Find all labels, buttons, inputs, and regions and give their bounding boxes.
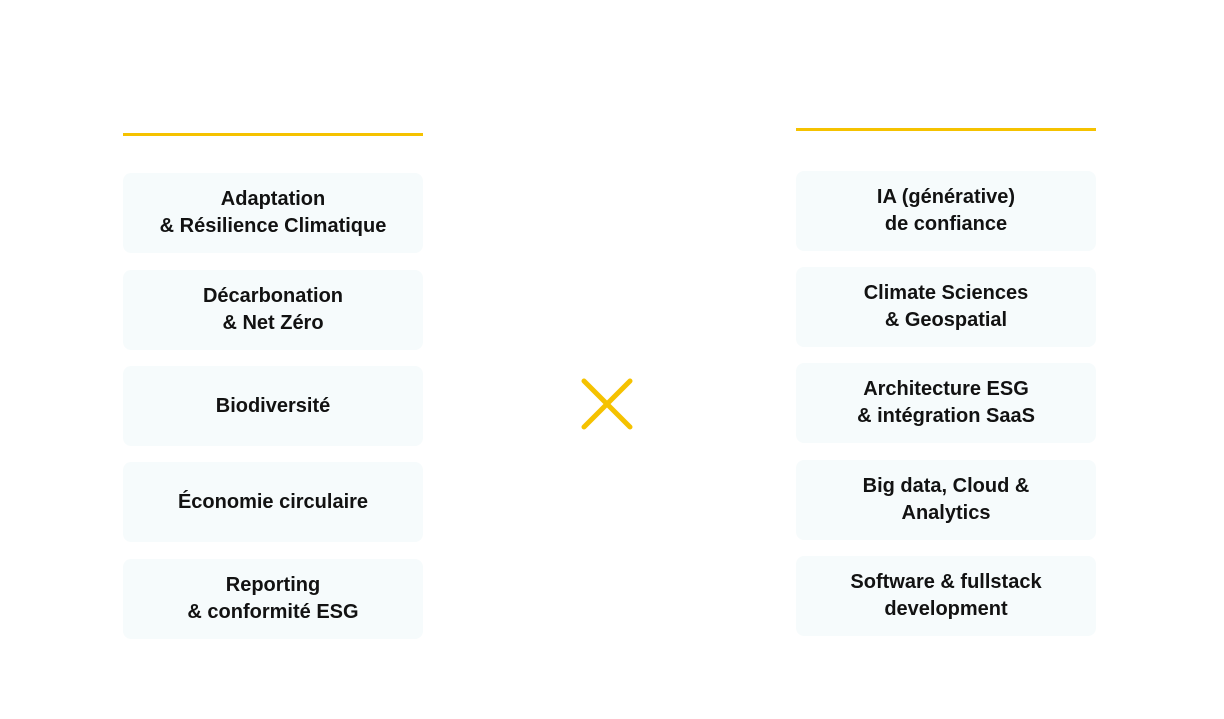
left-card-biodiversite: Biodiversité xyxy=(123,366,423,446)
card-label: Reporting & conformité ESG xyxy=(187,574,359,623)
left-card-economie-circulaire: Économie circulaire xyxy=(123,462,423,542)
card-label: Climate Sciences & Geospatial xyxy=(863,282,1029,331)
card-label: Software & fullstack development xyxy=(850,571,1042,620)
card-label: IA (générative) de confiance xyxy=(876,186,1016,235)
left-accent-line xyxy=(123,133,423,136)
left-card-adaptation: Adaptation & Résilience Climatique xyxy=(123,173,423,253)
right-card-architecture-esg: Architecture ESG & intégration SaaS xyxy=(796,363,1096,443)
card-label: Architecture ESG & intégration SaaS xyxy=(857,378,1035,427)
cross-icon xyxy=(581,378,633,430)
card-label: Adaptation & Résilience Climatique xyxy=(159,188,387,237)
right-card-climate-sciences: Climate Sciences & Geospatial xyxy=(796,267,1096,347)
card-label: Biodiversité xyxy=(215,394,331,417)
left-card-reporting: Reporting & conformité ESG xyxy=(123,559,423,639)
right-accent-line xyxy=(796,128,1096,131)
right-card-ia-generative: IA (générative) de confiance xyxy=(796,171,1096,251)
left-card-decarbonation: Décarbonation & Net Zéro xyxy=(123,270,423,350)
card-label: Décarbonation & Net Zéro xyxy=(202,285,344,334)
right-card-big-data: Big data, Cloud & Analytics xyxy=(796,460,1096,540)
card-label: Big data, Cloud & Analytics xyxy=(862,475,1030,524)
card-label: Économie circulaire xyxy=(177,490,369,513)
right-card-software: Software & fullstack development xyxy=(796,556,1096,636)
